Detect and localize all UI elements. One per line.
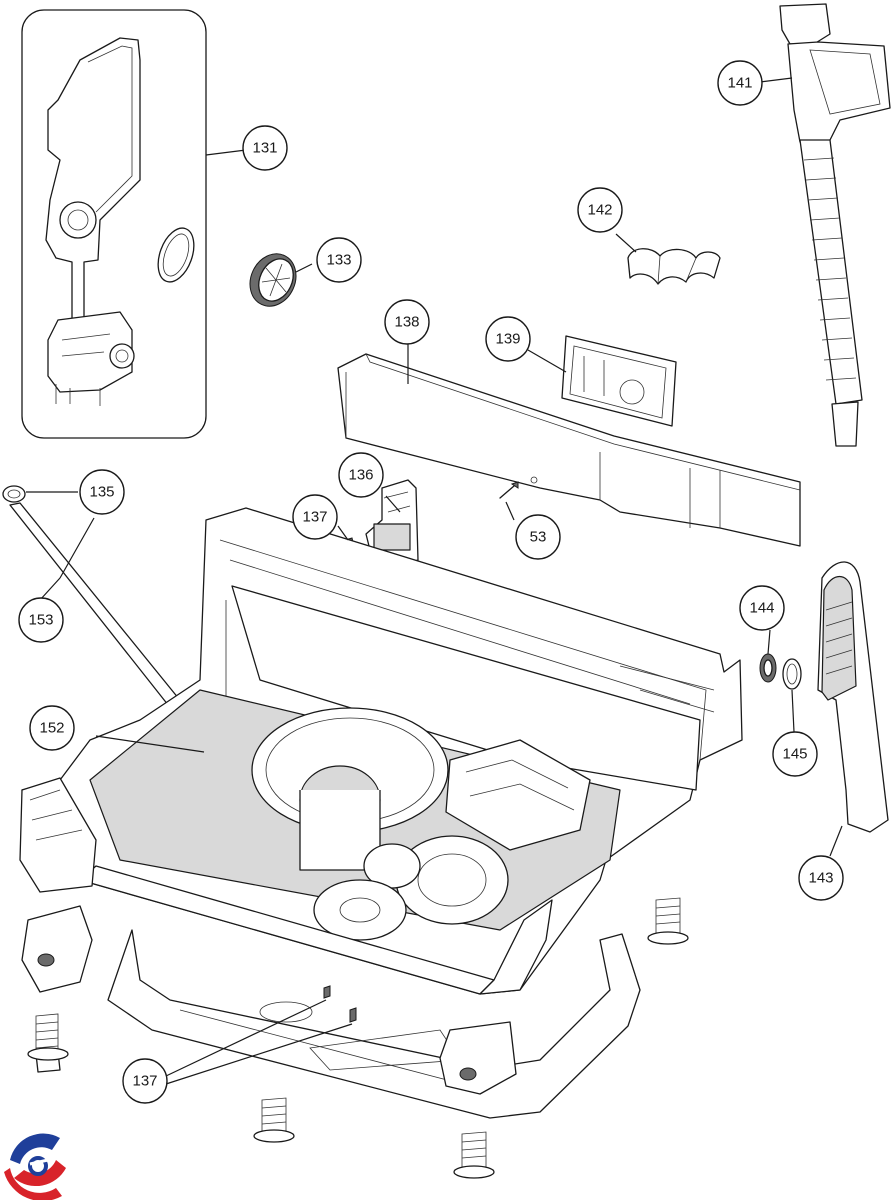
callout-135: 135 [79, 469, 125, 515]
callout-145-label: 145 [782, 746, 807, 763]
leveling-foot-left [27, 1013, 69, 1073]
part-138-duct-panel [337, 353, 801, 547]
brand-logo-icon [4, 1133, 66, 1200]
callout-137-bottom: 137 [122, 1058, 168, 1104]
callout-141-label: 141 [727, 75, 752, 92]
callout-131: 131 [242, 125, 288, 171]
callout-133-label: 133 [326, 252, 351, 269]
callout-137-top: 137 [292, 494, 338, 540]
tray-screws [323, 985, 357, 1023]
callout-153-label: 153 [28, 612, 53, 629]
callout-135-label: 135 [89, 484, 114, 501]
callout-152: 152 [29, 705, 75, 751]
rear-right-foot [439, 1021, 517, 1095]
callout-143-label: 143 [808, 870, 833, 887]
callout-145: 145 [772, 731, 818, 777]
part-143-side-cover [817, 561, 889, 833]
callout-53-label: 53 [530, 529, 547, 546]
callout-141: 141 [717, 60, 763, 106]
callout-139-label: 139 [495, 331, 520, 348]
leveling-foot-bottom [453, 1131, 495, 1179]
leveling-foot-middle [253, 1097, 295, 1143]
callout-137-top-label: 137 [302, 509, 327, 526]
callout-144-label: 144 [749, 600, 774, 617]
part-131-frame [21, 9, 207, 439]
callout-131-label: 131 [252, 140, 277, 157]
callout-142: 142 [577, 187, 623, 233]
part-133-filter-disc [249, 253, 297, 307]
leader-lines [26, 77, 843, 1085]
leveling-foot-right [647, 897, 689, 945]
part-139-plate [561, 335, 677, 427]
callout-136: 136 [338, 452, 384, 498]
callout-142-label: 142 [587, 202, 612, 219]
part-131-o-ring [157, 227, 195, 283]
part-141-drain-hose [779, 3, 891, 447]
callout-137-bottom-label: 137 [132, 1073, 157, 1090]
part-131-group [21, 9, 207, 439]
callout-153: 153 [18, 597, 64, 643]
part-145-ring [782, 658, 802, 690]
part-135-clamp [2, 485, 26, 503]
front-left-foot [21, 905, 93, 993]
callout-138: 138 [384, 299, 430, 345]
callout-138-label: 138 [394, 314, 419, 331]
main-base-assembly [19, 507, 743, 995]
part-144-nut [759, 653, 777, 683]
part-131-baffle [45, 37, 141, 321]
callout-133: 133 [316, 237, 362, 283]
callout-152-label: 152 [39, 720, 64, 737]
callout-53: 53 [515, 514, 561, 560]
part-142-clips [627, 248, 721, 285]
callout-136-label: 136 [348, 467, 373, 484]
part-53-screw [499, 481, 519, 499]
callout-139: 139 [485, 316, 531, 362]
callout-143: 143 [798, 855, 844, 901]
callout-144: 144 [739, 585, 785, 631]
